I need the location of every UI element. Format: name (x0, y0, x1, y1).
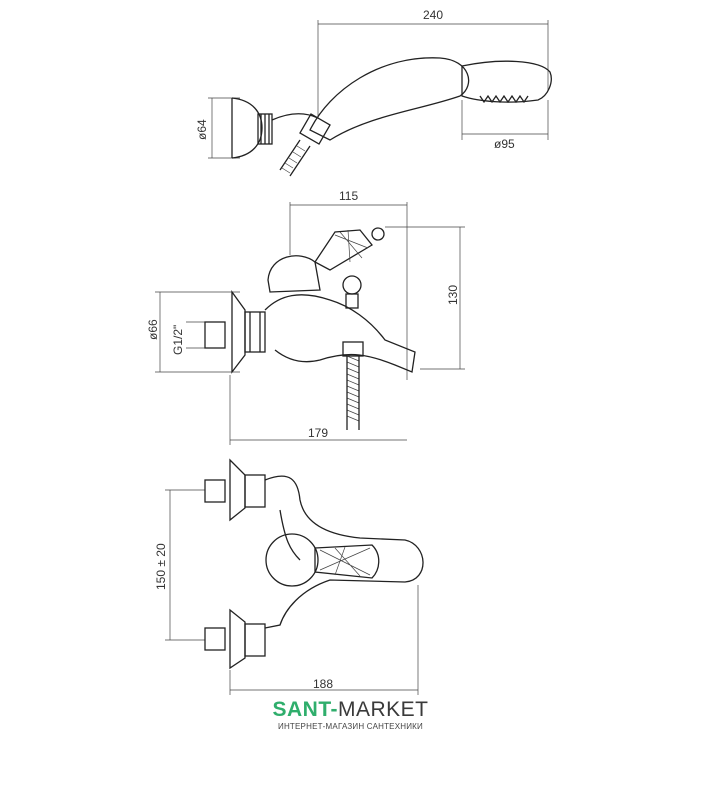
dim-115: 115 (339, 189, 358, 203)
mixer-front-view: 150 ± 20 188 (154, 458, 424, 695)
logo-brand-part2: MARKET (337, 698, 429, 721)
dim-179: 179 (308, 426, 328, 440)
dim-150-20: 150 ± 20 (154, 543, 168, 590)
dim-o66: ø66 (146, 319, 160, 340)
dim-240: 240 (423, 8, 443, 22)
brand-logo: SANT-MARKET (0, 698, 701, 722)
dim-188: 188 (313, 677, 333, 691)
mixer-side-view: 115 130 ø66 G1/2" 179 (146, 189, 465, 445)
logo-brand-part1: SANT- (272, 698, 338, 721)
dim-thread: G1/2" (171, 325, 185, 355)
dim-o64: ø64 (195, 119, 209, 140)
hand-shower-view: 240 ø64 ø95 (195, 8, 552, 177)
logo-tagline: ИНТЕРНЕТ-МАГАЗИН САНТЕХНИКИ (278, 722, 423, 731)
dim-o95: ø95 (494, 137, 515, 151)
dim-130: 130 (446, 285, 460, 305)
